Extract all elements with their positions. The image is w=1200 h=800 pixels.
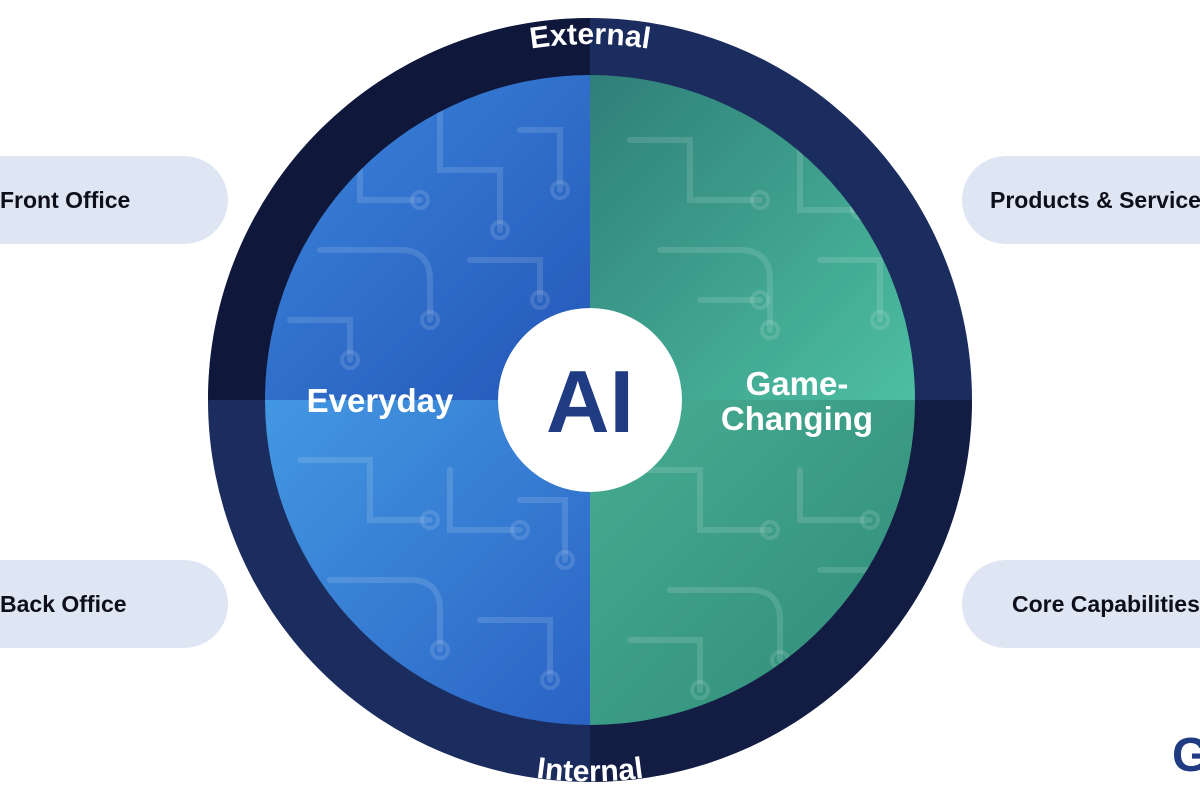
- circuit-trace: [797, 467, 873, 523]
- pill-products-services-label: Products & Services: [990, 186, 1200, 213]
- ring-label-internal: Internal: [535, 752, 645, 789]
- circuit-trace: [657, 247, 773, 333]
- pill-core-capabilities-label: Core Capabilities: [1012, 590, 1200, 617]
- circuit-node: [510, 520, 530, 540]
- brand-logo-fragment: G: [1172, 729, 1200, 782]
- circuit-trace: [477, 617, 553, 683]
- circuit-node: [690, 680, 710, 700]
- quadrant-label-everyday: Everyday: [307, 382, 454, 419]
- circuit-node: [750, 290, 770, 310]
- circuit-trace: [287, 317, 353, 363]
- circuit-node: [340, 350, 360, 370]
- circuit-trace: [437, 107, 503, 233]
- circuit-trace: [517, 497, 568, 563]
- circuit-node: [860, 510, 880, 530]
- circuit-trace: [467, 257, 543, 303]
- circuit-node: [750, 190, 770, 210]
- circuit-node: [870, 310, 890, 330]
- pill-products-services: Products & Services: [962, 156, 1200, 244]
- ring-label-external: External: [528, 18, 653, 56]
- circuit-node: [410, 190, 430, 210]
- circuit-trace: [667, 587, 783, 663]
- center-circle: [498, 308, 682, 492]
- circuit-trace: [297, 457, 433, 523]
- circuit-trace: [817, 257, 883, 323]
- center-label: AI: [546, 352, 634, 451]
- circuit-trace: [797, 147, 863, 213]
- circuit-node: [420, 510, 440, 530]
- pill-core-capabilities: Core Capabilities: [962, 560, 1200, 648]
- circuit-trace: [627, 637, 703, 693]
- quadrant-label-game: Game-: [746, 365, 849, 402]
- circuit-node: [540, 670, 560, 690]
- circuit-node: [550, 180, 570, 200]
- circuit-node: [760, 520, 780, 540]
- pill-front-office-label: Front Office: [0, 186, 131, 213]
- circuit-node: [420, 310, 440, 330]
- circuit-trace: [627, 137, 763, 203]
- circuit-node: [555, 550, 575, 570]
- circuit-trace: [317, 247, 433, 323]
- circuit-trace: [447, 467, 523, 533]
- circuit-trace: [637, 467, 773, 533]
- pill-back-office-label: Back Office: [0, 590, 127, 617]
- quadrant-label-changing: Changing: [721, 400, 873, 437]
- circuit-node: [490, 220, 510, 240]
- pill-back-office: Back Office: [0, 560, 228, 648]
- circuit-trace: [517, 127, 563, 193]
- circuit-node: [530, 290, 550, 310]
- circuit-node: [430, 640, 450, 660]
- circuit-node: [760, 320, 780, 340]
- pill-front-office: Front Office: [0, 156, 228, 244]
- circuit-trace: [327, 577, 443, 653]
